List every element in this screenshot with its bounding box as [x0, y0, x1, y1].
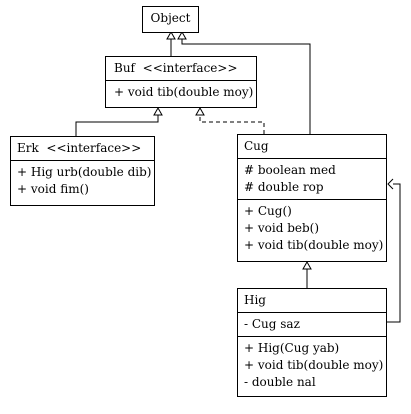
class-cug-attribute: # double rop — [244, 180, 324, 194]
class-hig-method: + void tib(double moy) — [244, 358, 384, 372]
class-erk-method: + Hig urb(double dib) — [17, 165, 152, 179]
class-erk-name: Erk — [17, 141, 39, 155]
class-erk-stereotype: <<interface>> — [46, 141, 142, 155]
class-cug-name: Cug — [244, 139, 269, 153]
class-erk-header: Erk <<interface>> — [17, 139, 148, 158]
edge-hig-cug — [302, 260, 312, 288]
class-cug-attribute: # boolean med — [244, 163, 336, 177]
class-hig: Hig - Cug saz + Hig(Cug yab) + void tib(… — [237, 288, 387, 397]
class-erk-method: + void fim() — [17, 182, 89, 196]
class-cug-method: + void tib(double moy) — [244, 238, 384, 252]
class-cug: Cug # boolean med # double rop + Cug() +… — [237, 134, 387, 262]
class-hig-method: + Hig(Cug yab) — [244, 341, 340, 355]
edge-buf-object — [166, 30, 176, 56]
class-cug-method: + void beb() — [244, 221, 320, 235]
edge-cug-buf — [195, 106, 265, 134]
class-hig-name: Hig — [244, 293, 266, 307]
class-hig-method: - double nal — [244, 375, 316, 389]
class-buf-name: Buf — [114, 61, 135, 75]
class-object: Object — [142, 6, 199, 33]
class-erk: Erk <<interface>> + Hig urb(double dib) … — [10, 136, 155, 206]
class-hig-attribute: - Cug saz — [244, 317, 300, 331]
class-cug-method: + Cug() — [244, 204, 292, 218]
class-buf-stereotype: <<interface>> — [142, 61, 238, 75]
realization-arrowhead-icon — [195, 106, 205, 116]
class-buf-method: + void tib(double moy) — [114, 85, 254, 99]
generalization-arrowhead-icon — [177, 30, 187, 40]
edge-erk-buf — [75, 106, 163, 136]
edge-cug-object — [177, 30, 311, 134]
generalization-arrowhead-icon — [302, 260, 312, 270]
open-arrowhead-icon — [387, 178, 394, 190]
class-object-name: Object — [150, 11, 191, 25]
generalization-arrowhead-icon — [166, 30, 176, 40]
generalization-arrowhead-icon — [153, 106, 163, 116]
class-buf-header: Buf <<interface>> — [114, 59, 248, 78]
class-buf: Buf <<interface>> + void tib(double moy) — [105, 56, 257, 108]
